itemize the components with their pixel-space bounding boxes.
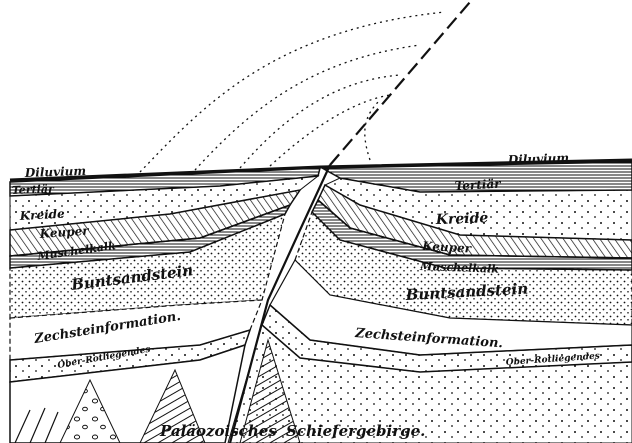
label-keuper-right: Keuper: [421, 239, 473, 256]
eroded-layers: [140, 12, 445, 172]
label-diluvium-left: Diluvium: [24, 164, 87, 180]
label-schiefergebirge: Schiefergebirge.: [286, 422, 425, 440]
label-tertiar-right: Tertiär: [454, 177, 502, 193]
label-diluvium-right: Diluvium: [507, 151, 570, 167]
label-palaeozoisches: Paläozoisches: [159, 422, 277, 440]
label-kreide-right: Kreide: [435, 210, 489, 228]
label-kreide-left: Kreide: [18, 207, 65, 223]
label-tertiar-left: Tertiär: [12, 183, 56, 197]
fault-extension: [330, 2, 470, 165]
